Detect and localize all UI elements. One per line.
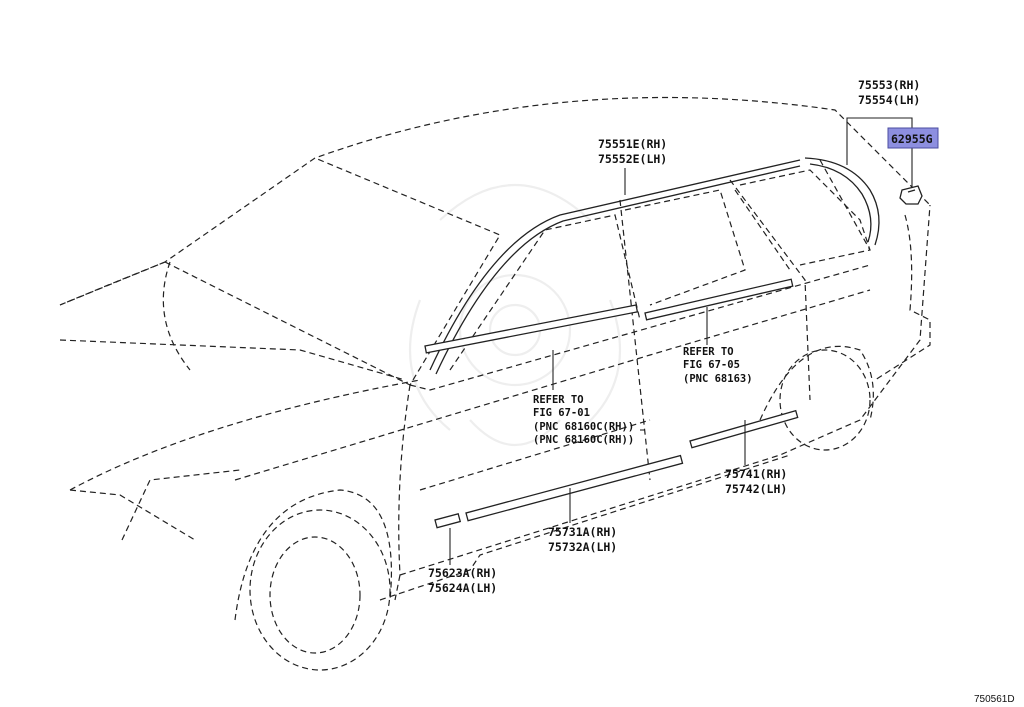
label-75624a: 75624A(LH): [428, 581, 497, 595]
ref2-line1: REFER TO: [683, 346, 734, 358]
label-75623a: 75623A(RH): [428, 566, 497, 580]
label-75554: 75554(LH): [858, 93, 920, 107]
ref1-line3: (PNC 68160C(RH)): [533, 421, 634, 433]
diagram-id: 750561D: [974, 694, 1015, 705]
leader-lines: [449, 117, 913, 565]
rear-belt-moulding: [644, 278, 794, 321]
back-door-moulding: [804, 157, 880, 246]
label-75551e: 75551E(RH): [598, 137, 667, 151]
label-75742: 75742(LH): [725, 482, 787, 496]
ref2-line2: FIG 67-05: [683, 359, 740, 371]
ref2-line3: (PNC 68163): [683, 373, 753, 385]
fender-moulding: [434, 512, 462, 529]
rear-door-side-moulding: [689, 409, 799, 449]
label-62955g[interactable]: 62955G: [887, 127, 939, 149]
ref1-line2: FIG 67-01: [533, 407, 590, 419]
ref1-line4: (PNC 68160C(RH)): [533, 434, 634, 446]
label-75732a: 75732A(LH): [548, 540, 617, 554]
label-75731a: 75731A(RH): [548, 525, 617, 539]
clip-part: [899, 185, 923, 205]
label-75552e: 75552E(LH): [598, 152, 667, 166]
label-75553: 75553(RH): [858, 78, 920, 92]
car-outline: [59, 96, 931, 671]
highlight-box: [887, 127, 939, 149]
label-62955g-text: 62955G: [891, 132, 933, 146]
front-belt-moulding: [424, 304, 639, 354]
front-door-side-moulding: [465, 454, 684, 522]
label-75741: 75741(RH): [725, 467, 787, 481]
ref1-line1: REFER TO: [533, 394, 584, 406]
